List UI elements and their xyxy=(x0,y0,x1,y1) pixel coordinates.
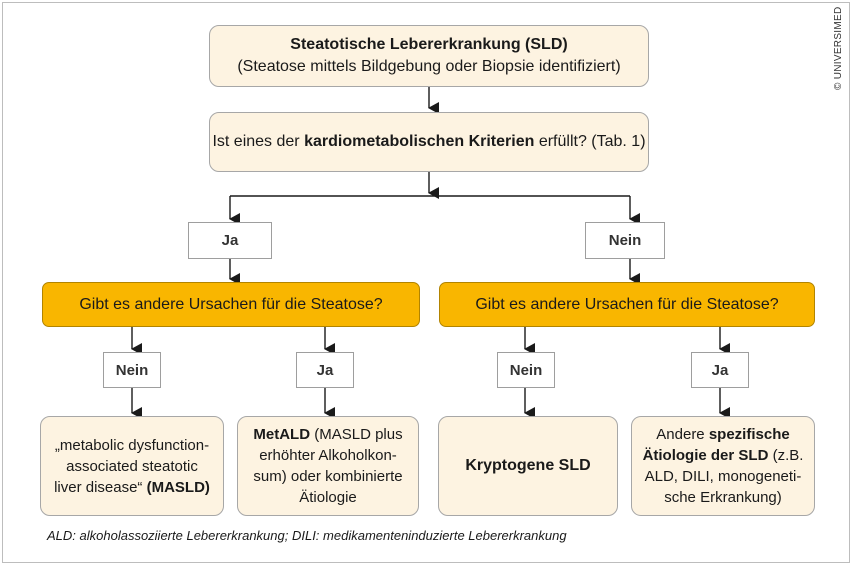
sld-box: Steatotische Lebererkrankung (SLD) (Stea… xyxy=(209,25,649,87)
cryptogenic-outcome-box: Kryptogene SLD xyxy=(438,416,618,516)
copyright-notice: © UNIVERSIMED xyxy=(833,6,844,91)
right-cause-question-text: Gibt es andere Ursachen für die Steatose… xyxy=(475,295,779,313)
sub-label-right-nein: Nein xyxy=(497,352,555,388)
criteria-question-text: Ist eines der kardiometabolischen Kriter… xyxy=(212,133,646,150)
specific-line4: sche Erkrankung) xyxy=(664,489,782,506)
sub-label-left-ja: Ja xyxy=(296,352,354,388)
specific-line1: Andere spezifische xyxy=(656,426,790,443)
abbreviation-footnote: ALD: alkoholassoziierte Lebererkrankung;… xyxy=(47,528,567,543)
criteria-question-box: Ist eines der kardiometabolischen Kriter… xyxy=(209,112,649,172)
sld-title: Steatotische Lebererkrankung (SLD) xyxy=(290,36,568,53)
cryptogenic-text: Kryptogene SLD xyxy=(465,457,591,474)
masld-outcome-box: „metabolic dysfunction- associated steat… xyxy=(40,416,224,516)
metald-outcome-box: MetALD (MASLD plus erhöhter Alkoholkon- … xyxy=(237,416,419,516)
metald-line1: MetALD (MASLD plus xyxy=(253,426,403,443)
masld-line2: associated steatotic xyxy=(66,457,198,475)
metald-line3: sum) oder kombinierte xyxy=(253,468,403,485)
metald-line2: erhöhter Alkoholkon- xyxy=(259,447,397,464)
branch-label-ja: Ja xyxy=(188,222,272,259)
sub-label-right-ja: Ja xyxy=(691,352,749,388)
metald-line4: Ätiologie xyxy=(299,489,357,506)
specific-etiology-outcome-box: Andere spezifische Ätiologie der SLD (z.… xyxy=(631,416,815,516)
left-cause-question-box: Gibt es andere Ursachen für die Steatose… xyxy=(42,282,420,327)
specific-line3: ALD, DILI, monogeneti- xyxy=(644,468,802,485)
right-cause-question-box: Gibt es andere Ursachen für die Steatose… xyxy=(439,282,815,327)
left-cause-question-text: Gibt es andere Ursachen für die Steatose… xyxy=(79,295,383,313)
masld-line3: liver disease“ (MASLD) xyxy=(54,478,210,496)
sub-label-left-nein: Nein xyxy=(103,352,161,388)
specific-line2: Ätiologie der SLD (z.B. xyxy=(642,447,804,464)
masld-line1: „metabolic dysfunction- xyxy=(54,436,210,454)
sld-subtitle: (Steatose mittels Bildgebung oder Biopsi… xyxy=(237,58,621,75)
branch-label-nein: Nein xyxy=(585,222,665,259)
